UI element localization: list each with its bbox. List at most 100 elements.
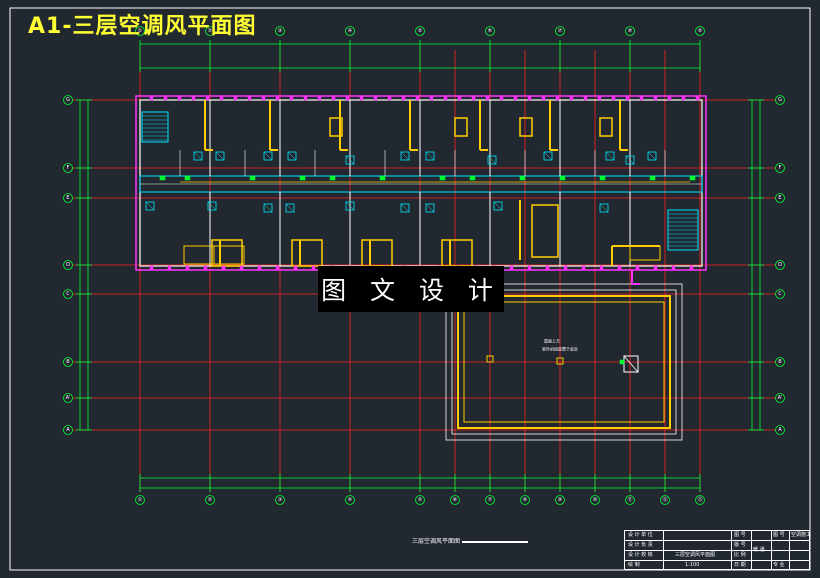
pipe-marker xyxy=(443,95,448,101)
tb-col-line xyxy=(663,531,664,569)
axis-bubble xyxy=(415,26,425,36)
axis-label: D xyxy=(778,262,782,268)
pipe-marker xyxy=(569,95,574,101)
air-diffuser xyxy=(400,203,410,213)
pipe-marker xyxy=(177,95,182,101)
air-diffuser-mark xyxy=(263,151,273,161)
air-diffuser-mark xyxy=(543,151,553,161)
pipe-marker xyxy=(597,95,602,101)
axis-bubble xyxy=(63,425,73,435)
tb-cell: 专 业 xyxy=(773,562,785,568)
pipe-marker xyxy=(681,95,686,101)
room-box xyxy=(629,245,661,261)
axis-label: ⑩ xyxy=(593,497,598,503)
pipe-marker xyxy=(257,265,262,271)
pipe-marker xyxy=(653,265,658,271)
pipe-marker xyxy=(311,265,316,271)
roof-parapet xyxy=(457,295,671,429)
axis-label: B xyxy=(66,359,70,365)
axis-bubble xyxy=(63,163,73,173)
air-diffuser xyxy=(647,151,657,161)
air-diffuser-mark xyxy=(599,203,609,213)
air-diffuser-mark xyxy=(400,203,410,213)
pipe-marker xyxy=(373,95,378,101)
pipe-marker xyxy=(695,95,700,101)
air-diffuser xyxy=(263,203,273,213)
tb-cell: 绘 制 xyxy=(628,562,640,568)
pipe-marker xyxy=(583,95,588,101)
pipe-marker xyxy=(221,265,226,271)
equipment-mark xyxy=(299,175,306,181)
axis-bubble xyxy=(775,425,785,435)
equipment-mark xyxy=(379,175,386,181)
axis-bubble xyxy=(450,495,460,505)
pipe-marker xyxy=(203,265,208,271)
title-block: 设 计 单 位 图 号 图 号 空调施工 设 计 负 责 版 号 设 计 校 核… xyxy=(624,530,812,570)
axis-bubble xyxy=(695,26,705,36)
air-diffuser xyxy=(625,155,635,165)
axis-bubble xyxy=(485,495,495,505)
equipment-mark xyxy=(599,175,606,181)
air-diffuser-mark xyxy=(263,203,273,213)
air-duct xyxy=(291,239,323,267)
air-diffuser xyxy=(207,201,217,211)
air-diffuser-mark xyxy=(345,201,355,211)
tb-cell: 空调施工 xyxy=(791,532,812,538)
air-diffuser-mark xyxy=(145,201,155,211)
air-diffuser xyxy=(263,151,273,161)
axis-label: A xyxy=(66,427,70,433)
axis-bubble xyxy=(63,193,73,203)
air-diffuser-mark xyxy=(425,151,435,161)
tb-cell: 暖 通 xyxy=(753,547,765,553)
axis-label: ⑥ xyxy=(488,28,493,34)
tb-col-line xyxy=(731,531,732,569)
tb-col-line xyxy=(789,531,790,569)
roof-drain xyxy=(556,357,564,365)
axis-label: ④ xyxy=(348,28,353,34)
axis-bubble xyxy=(63,95,73,105)
pipe-marker xyxy=(611,95,616,101)
pipe-marker xyxy=(429,95,434,101)
axis-bubble xyxy=(63,289,73,299)
air-diffuser-mark xyxy=(400,151,410,161)
air-diffuser-mark xyxy=(215,151,225,161)
tb-row-line xyxy=(625,540,809,541)
axis-bubble xyxy=(625,26,635,36)
air-diffuser xyxy=(599,203,609,213)
air-diffuser-mark xyxy=(287,151,297,161)
air-diffuser xyxy=(193,151,203,161)
pipe-marker xyxy=(527,265,532,271)
plan-caption-text: 三层空调风平面图 xyxy=(412,538,461,545)
pipe-marker xyxy=(509,265,514,271)
air-duct xyxy=(531,204,559,258)
tb-col-line xyxy=(751,531,752,569)
pipe-marker xyxy=(303,95,308,101)
axis-label: E xyxy=(66,195,69,201)
plan-caption: 三层空调风平面图 xyxy=(412,536,528,545)
pipe-marker xyxy=(387,95,392,101)
axis-bubble xyxy=(485,26,495,36)
equipment-mark xyxy=(329,175,336,181)
axis-label: ② xyxy=(208,28,213,34)
axis-bubble xyxy=(775,357,785,367)
tb-row-line xyxy=(625,550,809,551)
pipe-marker xyxy=(513,95,518,101)
air-diffuser-mark xyxy=(493,201,503,211)
pipe-marker xyxy=(471,95,476,101)
pipe-marker xyxy=(331,95,336,101)
axis-bubble xyxy=(415,495,425,505)
pipe-marker xyxy=(167,265,172,271)
outdoor-unit-mark xyxy=(619,359,625,365)
pipe-marker xyxy=(635,265,640,271)
pipe-marker xyxy=(345,95,350,101)
pipe-marker xyxy=(293,265,298,271)
air-duct xyxy=(599,117,613,137)
air-diffuser xyxy=(400,151,410,161)
pipe-marker xyxy=(163,95,168,101)
axis-label: D xyxy=(66,262,70,268)
equipment-mark xyxy=(249,175,256,181)
axis-label: ⑨ xyxy=(698,28,702,34)
pipe-marker xyxy=(653,95,658,101)
tb-cell: 三层空调风平面图 xyxy=(675,552,716,558)
tb-row-line xyxy=(625,560,809,561)
